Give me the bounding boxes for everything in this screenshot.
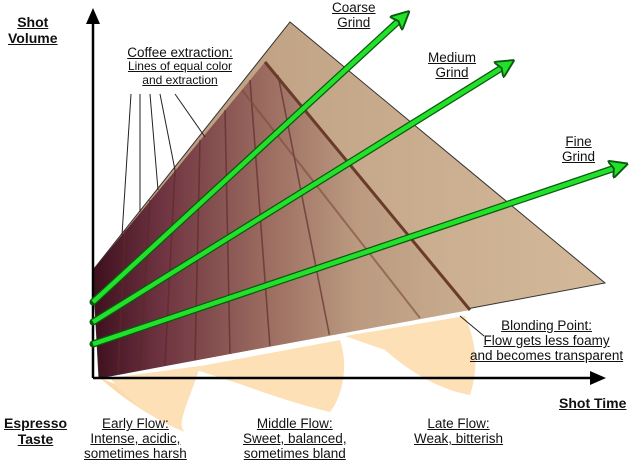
grind-arrows — [89, 16, 621, 348]
extraction-leaders — [121, 93, 206, 236]
x-axis-title: Shot Time — [559, 395, 627, 411]
middle-flow-label: Middle Flow: Sweet, balanced, sometimes … — [243, 416, 347, 462]
blonding-line — [263, 61, 472, 311]
espresso-taste-label: Espresso Taste — [4, 415, 68, 447]
coarse-grind-label: Coarse Grind — [332, 0, 376, 31]
early-flow-label: Early Flow: Intense, acidic, sometimes h… — [84, 416, 187, 462]
blonding-leader — [459, 315, 485, 337]
fine-grind-label: Fine Grind — [562, 134, 596, 165]
taste-shadows — [100, 316, 476, 432]
medium-grind-label: Medium Grind — [428, 50, 477, 81]
blonding-point-label: Blonding Point: Flow gets less foamy and… — [470, 318, 624, 364]
extraction-triangle — [92, 21, 607, 379]
y-axis-title: Shot Volume — [8, 14, 58, 46]
late-flow-label: Late Flow: Weak, bitterish — [414, 416, 504, 447]
coffee-extraction-label: Coffee extraction: Lines of equal color … — [127, 45, 233, 87]
